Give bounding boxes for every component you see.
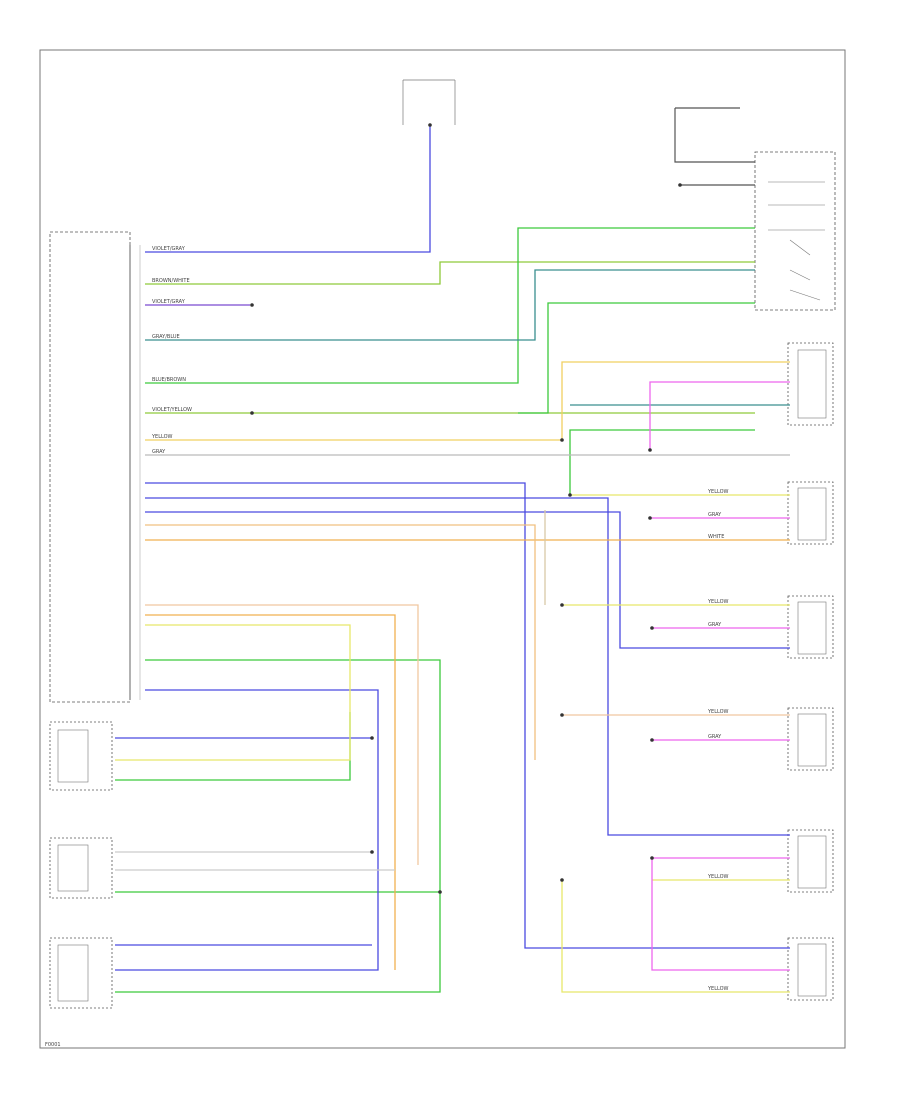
wire-label: GRAY [708,734,722,740]
splice-dot [250,411,254,415]
wire-label: VIOLET/GRAY [152,299,186,305]
sensor-connector-3 [787,595,834,659]
wire-pink-5 [651,858,790,971]
wire-green-6 [569,429,755,495]
wire-label: BROWN/WHITE [152,278,190,284]
splice-dot [648,448,652,452]
wire-green-2 [518,302,755,414]
splice-dot [560,878,564,882]
sensor-connector-6 [787,937,834,1001]
wire-green-4 [115,712,351,781]
main-module-box [49,231,131,703]
wire-blue-3 [145,497,790,836]
wire-label: YELLOW [151,434,173,440]
splice-dot [560,713,564,717]
left-sensor-connector-2 [49,837,113,899]
wire-orange-1 [145,614,396,970]
diagram-frame [39,49,846,1049]
splice-dot [370,736,374,740]
wire-label: VIOLET/GRAY [152,246,186,252]
wire-label: VIOLET/YELLOW [152,407,192,413]
sensor-connector-5 [787,829,834,893]
wire-label: YELLOW [707,489,729,495]
switch-contact-4 [789,239,811,256]
splice-dot [560,603,564,607]
splice-dot [678,183,682,187]
splice-dot [650,856,654,860]
sensor-connector-4 [787,707,834,771]
splice-dot [370,850,374,854]
wire-yellow-4 [561,880,790,993]
wire-label: BLUE/BROWN [152,377,186,383]
wire-label: GRAY [708,512,722,518]
wire-label: GRAY/BLUE [152,334,180,340]
ground-bracket [674,108,755,163]
splice-dot [650,626,654,630]
wire-green-3 [115,659,441,993]
left-sensor-connector-3 [49,937,113,1009]
switch-contact-5 [789,269,811,281]
wire-label: GRAY [708,622,722,628]
splice-dot [568,493,572,497]
wire-pink-1 [649,381,790,450]
wire-yellow-1 [145,361,790,441]
splice-dot [648,516,652,520]
footer-code: F0001 [45,1042,61,1048]
wire-label: YELLOW [707,874,729,880]
wire-yellow-6 [115,624,351,761]
switch-module-box [754,151,836,311]
splice-dot [428,123,432,127]
splice-dot [560,438,564,442]
wire-blue-top [145,125,431,253]
wire-yellowgreen-1 [145,261,755,285]
switch-contact-6 [789,289,821,301]
wire-orange-3 [145,524,536,760]
splice-dot [438,890,442,894]
wire-label: YELLOW [707,986,729,992]
wire-blue-2 [145,482,790,949]
wire-teal-1 [145,269,755,341]
splice-dot [250,303,254,307]
sensor-connector-1 [787,342,834,426]
wire-blue-5 [115,689,379,971]
sensor-connector-2 [787,481,834,545]
wire-label: YELLOW [707,709,729,715]
splice-dot [650,738,654,742]
wire-blue-4 [145,511,790,649]
wire-green-1 [145,227,755,384]
wire-label: GRAY [152,449,166,455]
wire-label: WHITE [708,534,724,540]
wire-label: YELLOW [707,599,729,605]
wire-orange-5 [145,604,419,865]
left-sensor-connector-1 [49,721,113,791]
